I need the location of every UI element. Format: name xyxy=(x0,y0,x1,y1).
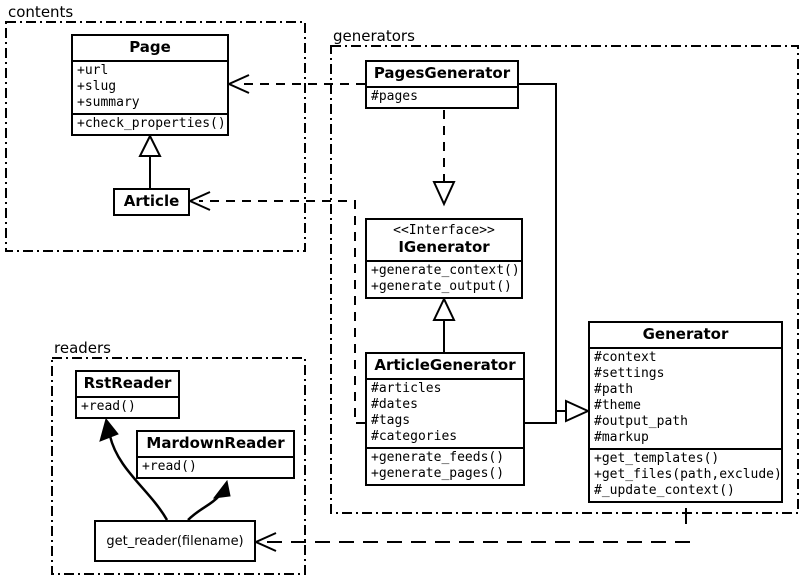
class-igenerator-stereotype: <<Interface>> xyxy=(393,223,495,238)
class-mardownreader-operation: +read() xyxy=(142,459,197,474)
class-generator-operations: +get_templates() +get_files(path,exclude… xyxy=(590,448,782,501)
class-igenerator[interactable]: <<Interface>> IGenerator +generate_conte… xyxy=(365,218,523,299)
class-articlegenerator-attribute: #categories xyxy=(371,429,458,444)
class-igenerator-title: IGenerator xyxy=(398,238,490,256)
class-page-attribute: +summary xyxy=(77,95,140,110)
class-articlegenerator-attributes: #articles #dates #tags #categories xyxy=(367,378,523,447)
class-articlegenerator[interactable]: ArticleGenerator #articles #dates #tags … xyxy=(365,352,525,486)
function-get-reader[interactable]: get_reader(filename) xyxy=(94,520,256,562)
class-rstreader-title: RstReader xyxy=(83,374,172,392)
class-rstreader-operations: +read() xyxy=(77,396,178,417)
class-igenerator-operations: +generate_context() +generate_output() xyxy=(367,260,521,297)
class-mardownreader-operations: +read() xyxy=(138,456,293,477)
class-generator[interactable]: Generator #context #settings #path #them… xyxy=(588,321,783,503)
class-igenerator-operation: +generate_output() xyxy=(371,279,512,294)
class-articlegenerator-attribute: #dates xyxy=(371,397,418,412)
class-igenerator-operation: +generate_context() xyxy=(371,263,520,278)
class-generator-attribute: #markup xyxy=(594,430,649,445)
package-border-contents xyxy=(5,21,306,252)
class-page-attribute: +slug xyxy=(77,79,117,94)
class-generator-attributes: #context #settings #path #theme #output_… xyxy=(590,347,781,448)
class-articlegenerator-operations: +generate_feeds() +generate_pages() xyxy=(367,447,523,484)
function-get-reader-label: get_reader(filename) xyxy=(106,533,244,549)
class-articlegenerator-operation: +generate_pages() xyxy=(371,466,505,481)
relation-articlegenerator-uses-article xyxy=(187,191,365,424)
class-rstreader-operation: +read() xyxy=(81,399,136,414)
class-articlegenerator-attribute: #articles xyxy=(371,381,442,396)
relation-articlegenerator-extends-igenerator xyxy=(432,296,456,352)
class-page[interactable]: Page +url +slug +summary +check_properti… xyxy=(71,34,229,136)
relation-article-extends-page xyxy=(138,133,162,188)
class-pagesgenerator[interactable]: PagesGenerator #pages xyxy=(365,60,519,109)
class-igenerator-header: <<Interface>> IGenerator xyxy=(367,220,521,260)
package-border-readers xyxy=(51,357,306,575)
relation-generator-uses-get_reader xyxy=(253,508,690,552)
class-generator-attribute: #theme xyxy=(594,398,641,413)
class-generator-attribute: #output_path xyxy=(594,414,688,429)
package-label-readers: readers xyxy=(52,339,113,357)
class-page-attribute: +url xyxy=(77,63,109,78)
class-generator-title: Generator xyxy=(642,325,729,343)
class-page-operations: +check_properties() xyxy=(73,113,227,134)
class-articlegenerator-title: ArticleGenerator xyxy=(374,356,516,374)
relation-generators-extend-generator xyxy=(519,83,591,424)
package-border-generators xyxy=(330,45,799,514)
class-mardownreader-title: MardownReader xyxy=(146,434,285,452)
relation-pagesgenerator-uses-page xyxy=(226,74,365,94)
class-pagesgenerator-title: PagesGenerator xyxy=(373,64,511,82)
class-generator-attribute: #context xyxy=(594,350,657,365)
class-article[interactable]: Article xyxy=(113,188,190,216)
class-articlegenerator-operation: +generate_feeds() xyxy=(371,450,505,465)
relation-get_reader-returns-mardownreader xyxy=(187,479,231,521)
class-generator-attribute: #path xyxy=(594,382,634,397)
class-pagesgenerator-attributes: #pages xyxy=(367,86,517,107)
class-generator-operation: +get_templates() xyxy=(594,451,720,466)
class-generator-operation: +get_files(path,exclude) xyxy=(594,467,782,482)
relation-get_reader-returns-rstreader xyxy=(99,417,169,521)
class-page-attributes: +url +slug +summary xyxy=(73,60,227,113)
package-label-contents: contents xyxy=(6,3,76,21)
class-pagesgenerator-attribute: #pages xyxy=(371,89,418,104)
class-page-operation: +check_properties() xyxy=(77,116,226,131)
relation-pagesgenerator-realizes-igenerator xyxy=(432,110,456,207)
class-generator-attribute: #settings xyxy=(594,366,665,381)
class-article-title: Article xyxy=(123,192,180,210)
class-generator-operation: #_update_context() xyxy=(594,483,735,498)
class-rstreader[interactable]: RstReader +read() xyxy=(75,370,180,419)
class-mardownreader[interactable]: MardownReader +read() xyxy=(136,430,295,479)
package-label-generators: generators xyxy=(331,27,417,45)
class-articlegenerator-attribute: #tags xyxy=(371,413,411,428)
class-page-title: Page xyxy=(129,38,171,56)
